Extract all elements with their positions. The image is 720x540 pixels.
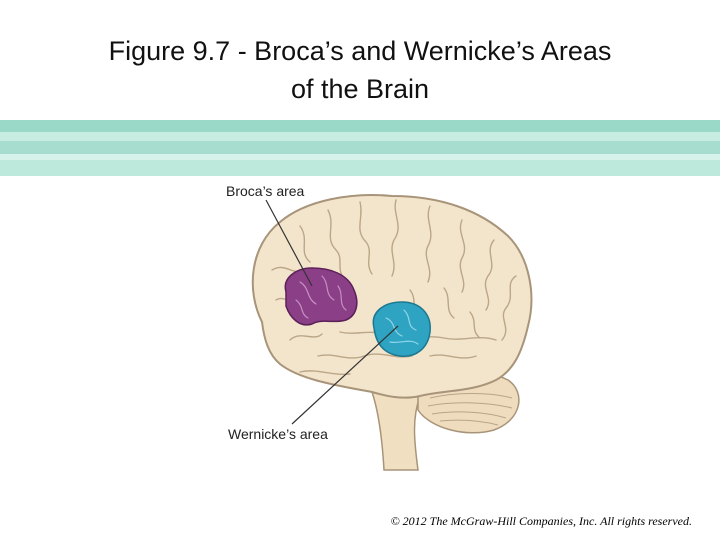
stripe-band <box>0 132 720 141</box>
broca-leader-line <box>265 199 313 287</box>
broca-folds <box>295 275 347 319</box>
slide-title: Figure 9.7 - Broca’s and Wernicke’s Area… <box>40 32 680 108</box>
title-line-2: of the Brain <box>290 74 430 104</box>
brain-stem <box>370 391 422 471</box>
stripe-band <box>0 120 720 132</box>
broca-area-label: Broca’s area <box>226 183 305 199</box>
wernicke-area-label: Wernicke’s area <box>228 426 328 442</box>
wernicke-folds <box>385 309 419 345</box>
stripe-band <box>0 141 720 154</box>
decorative-stripes <box>0 120 720 176</box>
stripe-band <box>0 160 720 176</box>
broca-area-region <box>284 267 358 326</box>
title-line-1: Figure 9.7 - Broca’s and Wernicke’s Area… <box>108 36 612 66</box>
wernicke-area-region <box>372 301 431 357</box>
cerebrum <box>251 194 533 399</box>
copyright-notice: © 2012 The McGraw-Hill Companies, Inc. A… <box>390 514 692 528</box>
stripe-band <box>0 154 720 160</box>
wernicke-leader-line <box>291 325 399 425</box>
cerebellum-folds <box>427 393 513 426</box>
